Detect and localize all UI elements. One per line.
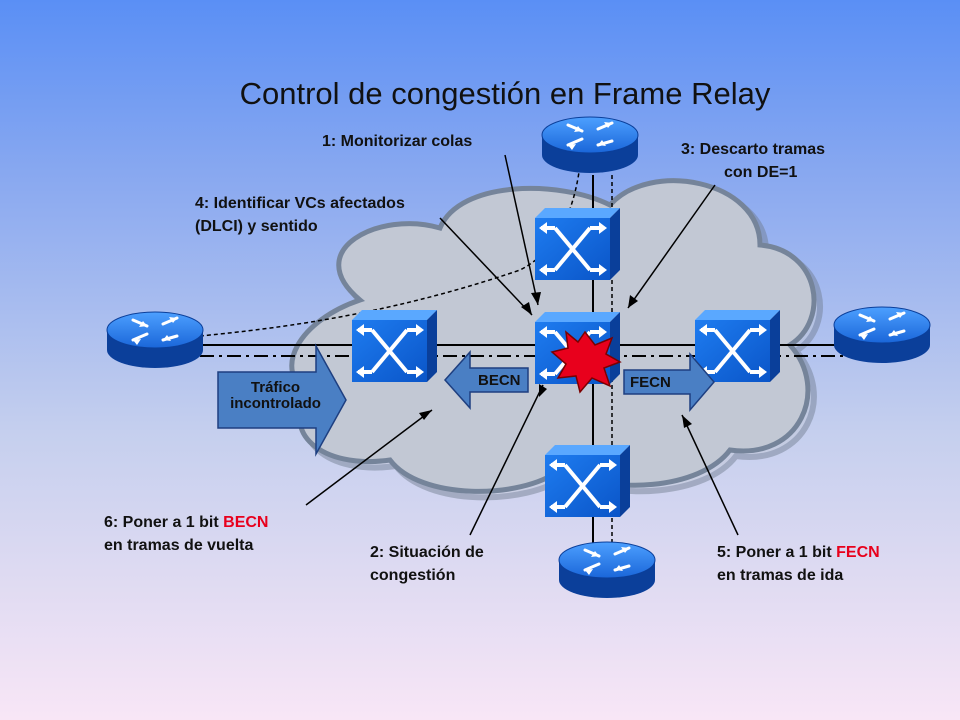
label-step5-highlight: FECN <box>836 544 880 561</box>
label-step2: 2: Situación de congestión <box>370 541 484 587</box>
router-left <box>105 310 205 370</box>
becn-arrow-label: BECN <box>478 372 521 389</box>
label-step4-line2: (DLCI) y sentido <box>195 218 318 235</box>
label-step6-highlight: BECN <box>223 514 269 531</box>
label-step1: 1: Monitorizar colas <box>322 133 473 150</box>
traffic-line1: Tráfico <box>250 379 301 396</box>
switch-top <box>533 206 622 282</box>
traffic-arrow-label: Tráfico incontrolado <box>218 380 333 412</box>
label-step5-line2: en tramas de ida <box>717 567 844 584</box>
label-step6-line2: en tramas de vuelta <box>104 537 254 554</box>
label-step6: 6: Poner a 1 bit BECN en tramas de vuelt… <box>104 511 268 557</box>
label-step3-line1: 3: Descarto tramas <box>681 141 826 158</box>
label-step3-line2: con DE=1 <box>724 164 798 181</box>
switch-bottom <box>543 443 632 519</box>
fecn-arrow-shape <box>623 351 715 413</box>
label-step6-prefix: 6: Poner a 1 bit <box>104 514 224 531</box>
label-step4: 4: Identificar VCs afectados (DLCI) y se… <box>195 192 405 238</box>
router-right <box>832 305 932 365</box>
label-step3: 3: Descarto tramas con DE=1 <box>681 138 825 184</box>
router-bottom <box>557 540 657 600</box>
label-step2-line2: congestión <box>370 567 456 584</box>
label-step6-line1: 6: Poner a 1 bit BECN <box>104 511 268 534</box>
page-title: Control de congestión en Frame Relay <box>239 76 771 111</box>
label-step4-line1: 4: Identificar VCs afectados <box>195 195 405 212</box>
label-step5-line1: 5: Poner a 1 bit FECN <box>717 541 880 564</box>
label-step5-prefix: 5: Poner a 1 bit <box>717 544 837 561</box>
traffic-arrow-shape <box>217 343 347 457</box>
router-top <box>540 115 640 175</box>
switch-right <box>693 308 782 384</box>
switch-left <box>350 308 439 384</box>
traffic-line2: incontrolado <box>230 395 321 412</box>
congestion-burst-icon <box>550 330 622 394</box>
label-step5: 5: Poner a 1 bit FECN en tramas de ida <box>717 541 880 587</box>
becn-arrow-shape <box>443 350 529 410</box>
fecn-arrow-label: FECN <box>630 374 671 391</box>
label-step2-line1: 2: Situación de <box>370 544 484 561</box>
